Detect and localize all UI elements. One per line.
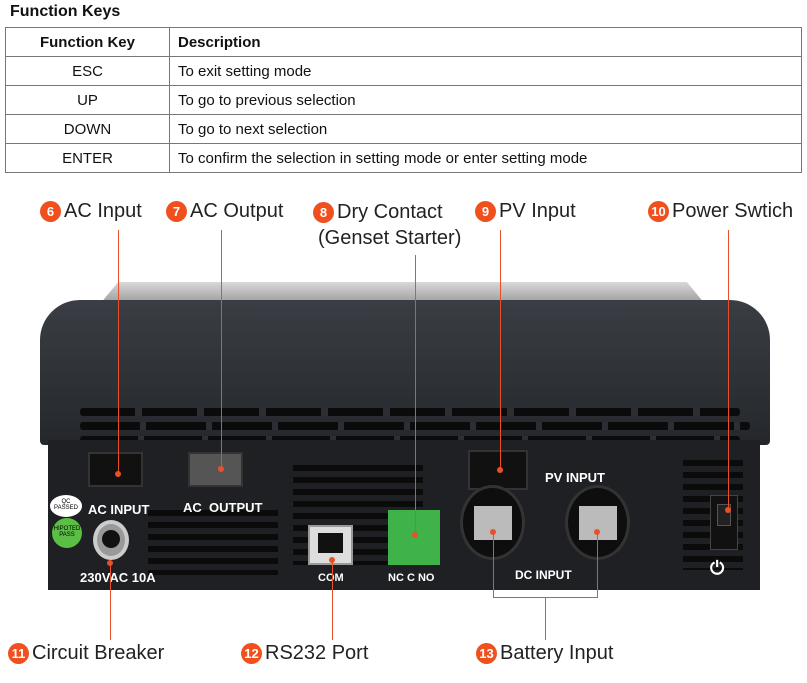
section-title: Function Keys (10, 3, 121, 20)
callout-label: Power Swtich (672, 200, 794, 222)
desc-cell: To go to previous selection (169, 85, 802, 115)
desc-cell: To confirm the selection in setting mode… (169, 143, 802, 173)
com-label: COM (318, 572, 344, 584)
device-top-panel (100, 282, 705, 304)
callout-dry-contact-sub: (Genset Starter) (318, 227, 462, 249)
callout-label: Dry Contact (337, 201, 443, 223)
callout-number: 11 (8, 643, 29, 664)
ac-output-socket (188, 452, 243, 487)
battery-terminal-neg (460, 485, 525, 560)
rating-label: 230VAC 10A (80, 570, 156, 585)
circuit-breaker[interactable] (93, 520, 129, 560)
ac-input-label: AC INPUT (88, 502, 150, 517)
callout-number: 8 (313, 202, 334, 223)
callout-number: 12 (241, 643, 262, 664)
key-cell: ESC (5, 56, 170, 86)
desc-cell: To go to next selection (169, 114, 802, 144)
dry-label: NC C NO (388, 572, 435, 584)
hipot-badge: HIPOTED PASS (52, 518, 82, 548)
col-header: Description (169, 27, 802, 57)
callout-label: RS232 Port (265, 642, 369, 664)
key-cell: DOWN (5, 114, 170, 144)
callout-label: AC Output (190, 200, 284, 222)
callout-number: 9 (475, 201, 496, 222)
callout-number: 10 (648, 201, 669, 222)
device-cover (40, 300, 770, 445)
device-rear-panel: QC PASSED HIPOTED PASS AC INPUT AC OUTPU… (48, 440, 760, 590)
power-switch[interactable] (710, 495, 738, 550)
power-icon: ⏻ (710, 558, 725, 578)
ac-output-label: AC OUTPUT (183, 500, 263, 515)
key-cell: UP (5, 85, 170, 115)
dc-input-label: DC INPUT (515, 568, 572, 582)
callout-label: PV Input (499, 200, 576, 222)
pv-input-label: PV INPUT (545, 470, 605, 485)
callout-label: Circuit Breaker (32, 642, 165, 664)
callout-label: Battery Input (500, 642, 614, 664)
col-header: Function Key (5, 27, 170, 57)
callout-number: 13 (476, 643, 497, 664)
desc-cell: To exit setting mode (169, 56, 802, 86)
qc-badge: QC PASSED (50, 495, 82, 517)
callout-label: AC Input (64, 200, 142, 222)
callout-number: 6 (40, 201, 61, 222)
callout-number: 7 (166, 201, 187, 222)
ac-input-socket (88, 452, 143, 487)
key-cell: ENTER (5, 143, 170, 173)
